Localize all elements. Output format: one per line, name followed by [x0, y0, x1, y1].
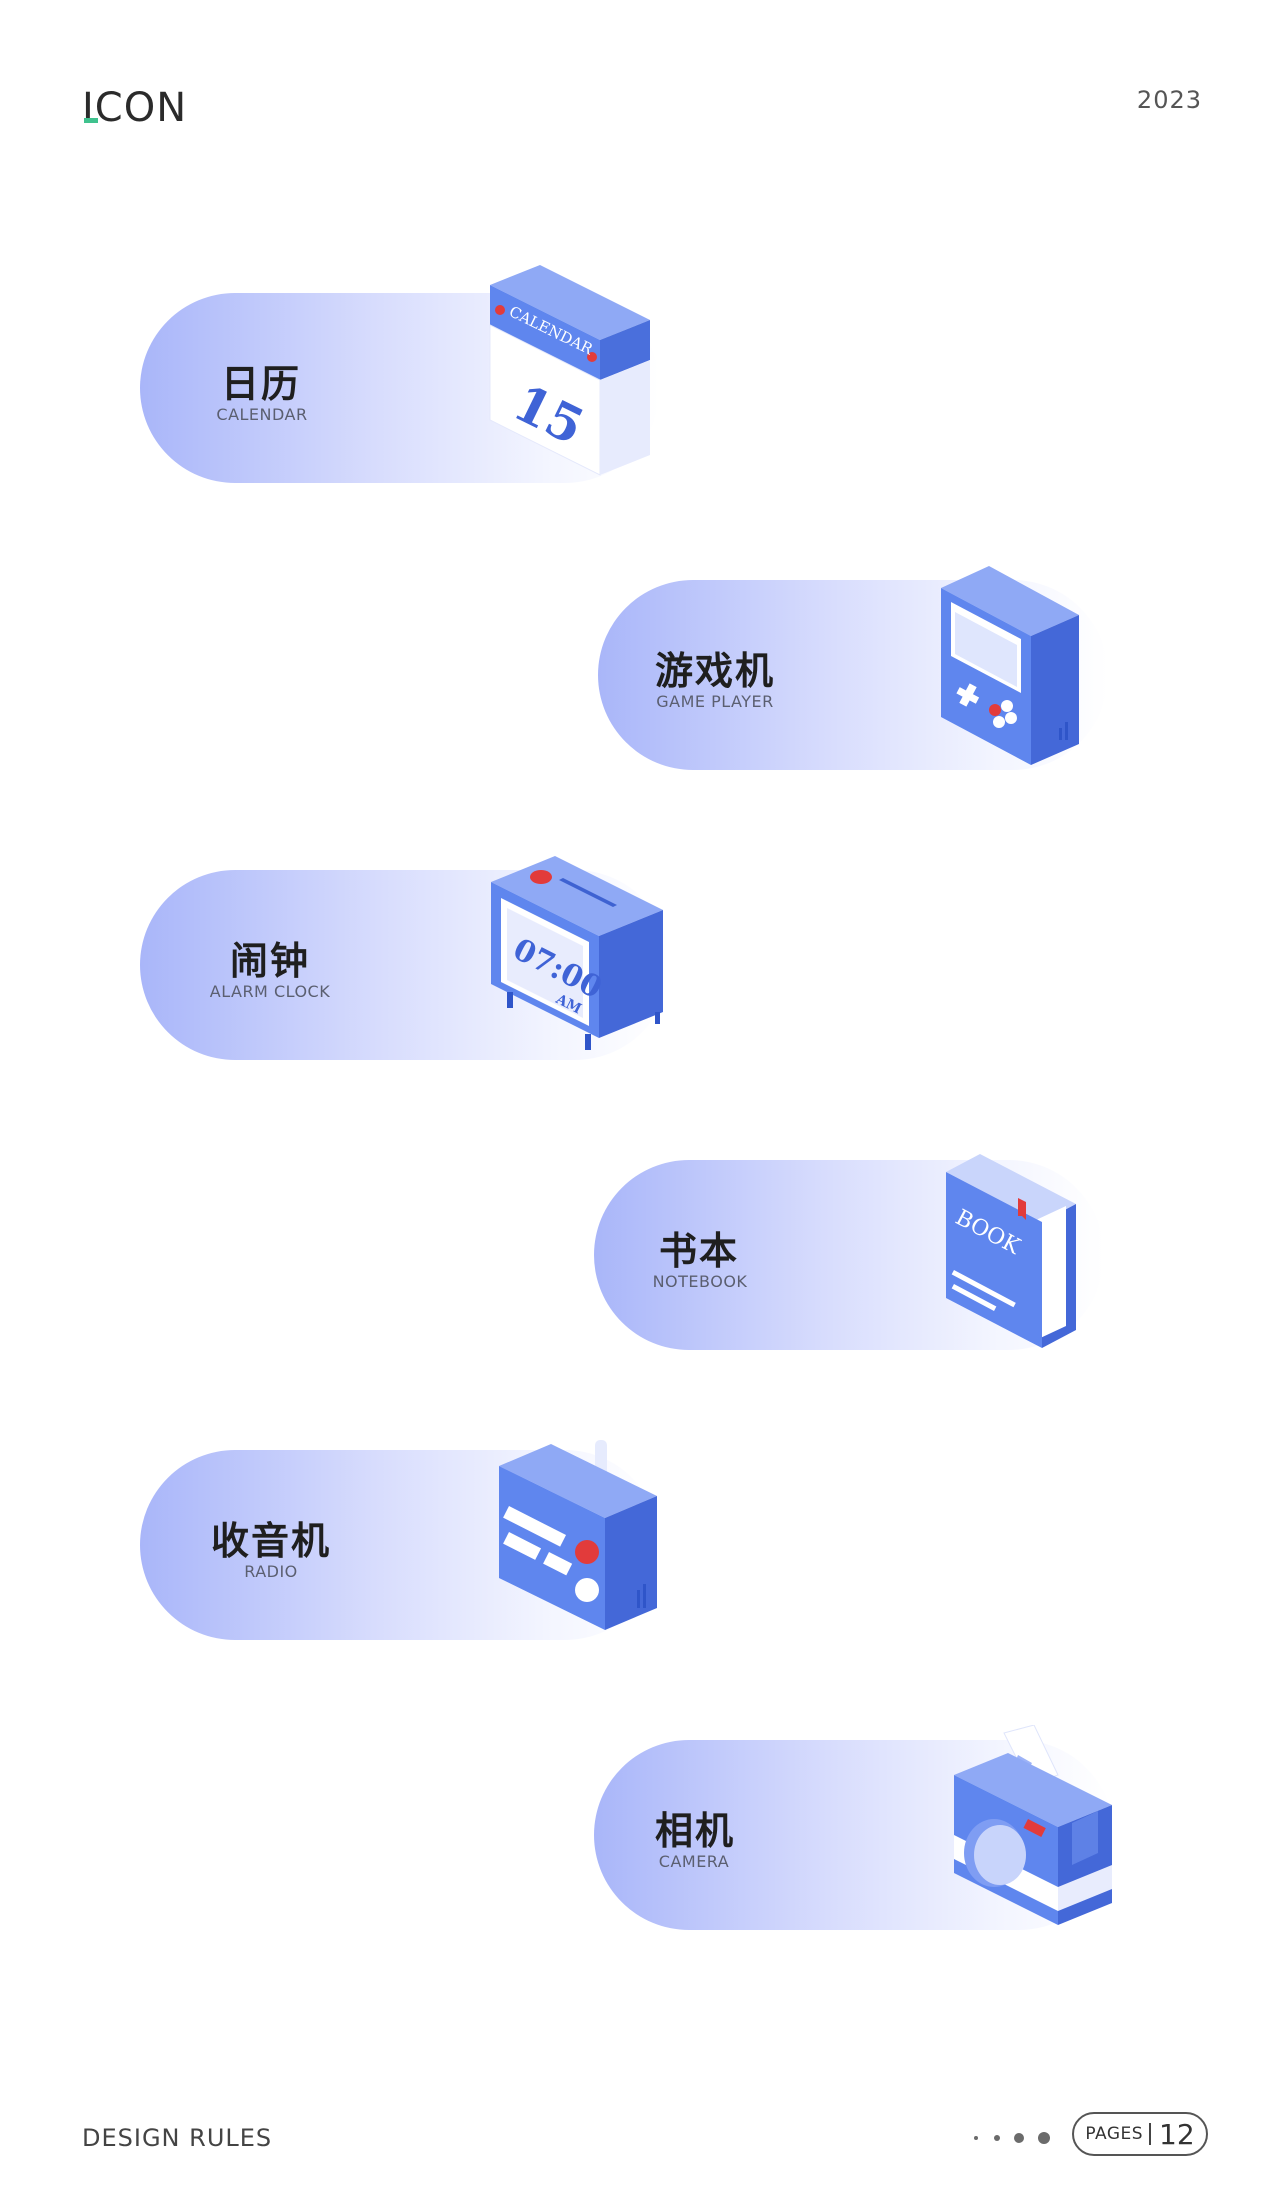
- page-dot[interactable]: [974, 2136, 978, 2140]
- logo: ICON: [82, 85, 188, 131]
- page-dot[interactable]: [994, 2135, 1000, 2141]
- calendar-icon: CALENDAR 15: [489, 265, 650, 476]
- card-title-en: NOTEBOOK: [652, 1272, 748, 1291]
- pages-label: PAGES: [1085, 2124, 1144, 2144]
- alarm-clock-icon: 07:00 AM: [491, 856, 663, 1050]
- camera-icon: [954, 1725, 1112, 1925]
- page-indicator: PAGES 12: [1072, 2112, 1208, 2156]
- card-title-zh: 日历: [220, 362, 301, 406]
- card-title-en: GAME PLAYER: [656, 692, 774, 711]
- logo-accent: [84, 118, 98, 123]
- card-title-en: CALENDAR: [216, 405, 308, 424]
- book-icon: BOOK: [946, 1154, 1076, 1348]
- year-label: 2023: [1136, 86, 1202, 114]
- game-player-icon: [941, 566, 1079, 765]
- card-title-zh: 游戏机: [654, 649, 775, 693]
- page-number: 12: [1159, 2117, 1195, 2151]
- card-title-zh: 书本: [658, 1229, 739, 1273]
- card-title-zh: 闹钟: [229, 939, 310, 983]
- page-dot[interactable]: [1038, 2132, 1050, 2144]
- footer-label: DESIGN RULES: [82, 2124, 273, 2152]
- card-title-en: CAMERA: [658, 1852, 730, 1871]
- card-title-zh: 收音机: [210, 1519, 331, 1563]
- card-title-en: ALARM CLOCK: [209, 982, 331, 1001]
- page-dot[interactable]: [1014, 2133, 1024, 2143]
- pages-separator: [1149, 2123, 1152, 2145]
- card-title-en: RADIO: [244, 1562, 298, 1581]
- radio-icon: [499, 1440, 657, 1630]
- card-title-zh: 相机: [654, 1809, 735, 1853]
